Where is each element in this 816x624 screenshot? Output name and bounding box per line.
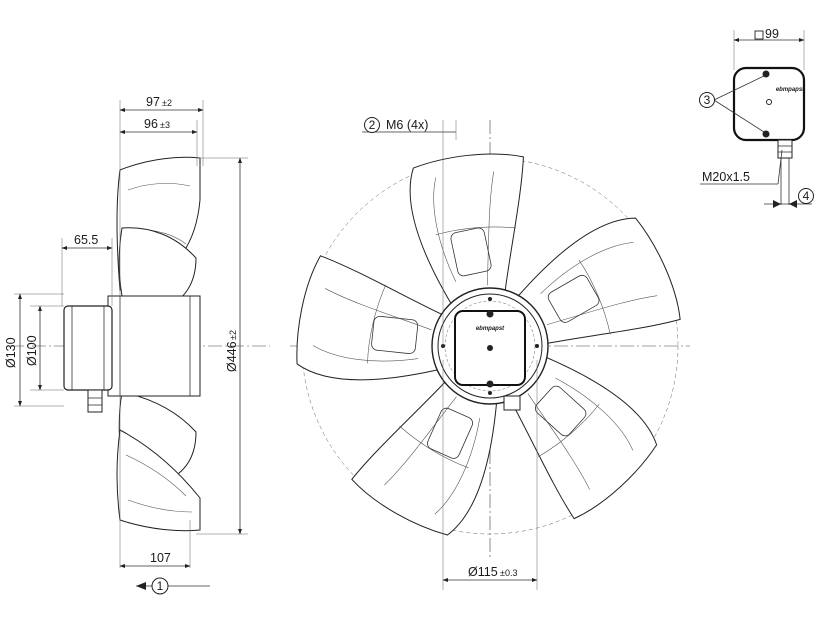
side-motor-box: [63, 305, 113, 391]
balloon-3: [699, 92, 715, 108]
balloon-2: [364, 117, 380, 133]
front-screw-bottom: [486, 380, 494, 388]
terminal-screw-top: [762, 70, 770, 78]
balloon-2-number: 2: [369, 118, 376, 132]
front-view: ebmpapst 2 M6 (4x) Ø115 ±0.3: [290, 117, 690, 590]
airflow-arrow: [136, 582, 146, 590]
side-hub: [107, 295, 201, 397]
terminal-screw-bottom: [762, 130, 770, 138]
dim-115-value: Ø115: [468, 565, 498, 579]
fan-blade-1: [409, 153, 524, 308]
dim-96-value: 96: [144, 117, 158, 131]
dim-65-5-value: 65.5: [74, 233, 98, 247]
front-blades: [296, 153, 681, 536]
front-screw-top: [486, 310, 494, 318]
dim-97-value: 97: [146, 95, 160, 109]
dim-97-tol: ±2: [162, 98, 172, 108]
square-symbol: [754, 30, 764, 40]
thread-label: M6 (4x): [386, 118, 428, 132]
front-hub-brand: ebmpapst: [476, 326, 505, 332]
side-view: 97 ±2 96 ±3 65.5 Ø130 Ø100 Ø446 ±2 107 1: [4, 95, 270, 595]
balloon-3-number: 3: [704, 93, 711, 107]
fan-blade-5: [296, 255, 444, 381]
gland-label: M20x1.5: [702, 170, 750, 184]
balloon-1: [151, 577, 169, 595]
dim-130-value: Ø130: [4, 337, 18, 368]
dim-107-value: 107: [150, 551, 171, 565]
side-blade-bottom: [116, 429, 201, 532]
balloon-4: [798, 188, 814, 204]
dim-100-value: Ø100: [25, 335, 39, 366]
balloon-4-number: 4: [803, 189, 810, 203]
balloon-1-number: 1: [157, 579, 164, 593]
terminal-brand: ebmpapst: [776, 87, 805, 93]
terminal-screw-center: [766, 99, 772, 105]
front-screw-center: [487, 345, 493, 351]
side-cable-gland: [87, 389, 103, 413]
fan-blade-2: [515, 217, 681, 345]
dim-115-tol: ±0.3: [500, 568, 517, 578]
dim-446-value: Ø446: [225, 341, 239, 372]
side-blade-upper-mid: [118, 227, 197, 313]
front-cable-gland: [503, 395, 521, 411]
terminal-box-detail: 99 ebmpapst 3 M20x1.5 4: [699, 27, 814, 208]
terminal-cable-gland: [777, 139, 793, 159]
dim-96-tol: ±3: [160, 120, 170, 130]
dim-446-tol: ±2: [228, 330, 238, 340]
fan-blade-4: [351, 380, 498, 536]
square-dim-value: 99: [765, 27, 779, 41]
